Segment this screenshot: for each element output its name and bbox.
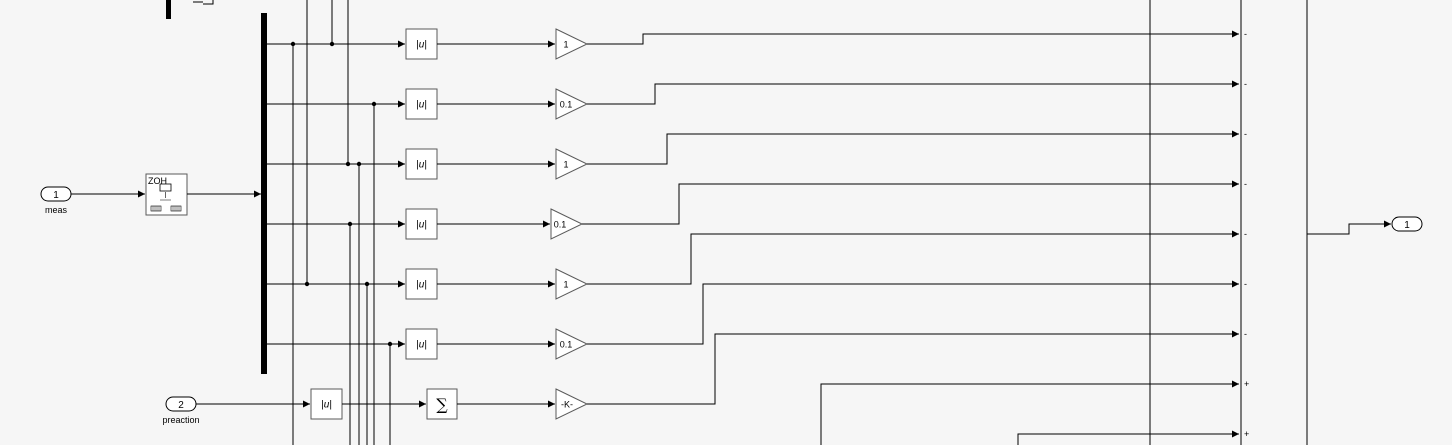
gain-block-k[interactable]: -K- (555, 388, 589, 420)
junction-dots (290, 41, 393, 347)
svg-text:+: + (1244, 429, 1249, 439)
sum-icon: ∑ (436, 395, 448, 414)
partial-bus-top (166, 0, 171, 19)
gain-block[interactable]: 0.1 (555, 328, 589, 360)
gain-block[interactable]: 1 (555, 28, 589, 60)
inport-preaction-number: 2 (178, 400, 184, 411)
svg-text:1: 1 (563, 40, 568, 50)
partial-block-top (203, 0, 214, 5)
svg-text:0.1: 0.1 (554, 220, 567, 230)
zoh-icon (159, 183, 172, 192)
wire-plus-1 (820, 380, 1239, 445)
gain-block[interactable]: 0.1 (550, 208, 584, 240)
vertical-wires (292, 0, 1151, 445)
outport-1[interactable]: 1 (1391, 216, 1423, 232)
wire-plus-2 (1017, 430, 1239, 445)
svg-text:|u|: |u| (416, 280, 427, 291)
inport-preaction[interactable]: 2 preaction (162, 396, 200, 425)
input-signs: - - - - - - - + + (1244, 29, 1249, 439)
abs-block[interactable]: |u| (405, 208, 438, 240)
abs-block[interactable]: |u| (405, 148, 438, 180)
demux-bus (261, 13, 267, 374)
svg-text:|u|: |u| (416, 220, 427, 231)
svg-text:-: - (1244, 79, 1247, 89)
svg-text:0.1: 0.1 (560, 340, 573, 350)
row-3: |u| 1 (267, 130, 1239, 180)
svg-text:1: 1 (563, 160, 568, 170)
abs-block[interactable]: |u| (405, 328, 438, 360)
svg-text:-: - (1244, 229, 1247, 239)
gain-block[interactable]: 1 (555, 148, 589, 180)
zoh-arrow-icon (160, 192, 171, 201)
abs-block[interactable]: |u| (405, 88, 438, 120)
inport-meas-number: 1 (53, 190, 59, 201)
zoh-grid-right-icon (170, 205, 182, 212)
inport-preaction-label: preaction (162, 415, 199, 425)
abs-block[interactable]: |u| (310, 388, 343, 420)
zoh-label: ZOH (148, 176, 167, 186)
svg-text:-: - (1244, 129, 1247, 139)
outport-number: 1 (1404, 220, 1410, 231)
zoh-block[interactable]: ZOH (145, 173, 188, 216)
sum-of-elements-block[interactable] (1240, 0, 1308, 445)
row-5: |u| 1 (267, 230, 1239, 300)
row-1: |u| 1 (267, 28, 1239, 60)
svg-text:+: + (1244, 379, 1249, 389)
abs-block[interactable]: |u| (405, 268, 438, 300)
abs-block[interactable]: |u| (405, 28, 438, 60)
svg-text:-: - (1244, 279, 1247, 289)
inport-meas[interactable]: 1 meas (40, 186, 72, 215)
row-6: |u| 0.1 (267, 280, 1239, 360)
svg-text:|u|: |u| (416, 340, 427, 351)
svg-text:-: - (1244, 179, 1247, 189)
svg-text:1: 1 (563, 280, 568, 290)
svg-text:|u|: |u| (416, 100, 427, 111)
gain-block[interactable]: 1 (555, 268, 589, 300)
svg-text:-K-: -K- (561, 400, 573, 410)
sum-block[interactable]: ∑ (426, 388, 458, 420)
svg-text:|u|: |u| (416, 160, 427, 171)
wire-to-outport (1307, 220, 1391, 235)
svg-text:0.1: 0.1 (560, 100, 573, 110)
row-2: |u| 0.1 (267, 80, 1239, 120)
gain-block[interactable]: 0.1 (555, 88, 589, 120)
row-4: |u| 0.1 (267, 180, 1239, 240)
zoh-grid-left-icon (150, 205, 162, 212)
svg-text:|u|: |u| (321, 400, 332, 411)
row-preaction: 2 preaction |u| ∑ -K- (162, 330, 1239, 425)
inport-meas-label: meas (45, 205, 68, 215)
svg-text:|u|: |u| (416, 40, 427, 51)
svg-text:-: - (1244, 29, 1247, 39)
svg-text:-: - (1244, 329, 1247, 339)
